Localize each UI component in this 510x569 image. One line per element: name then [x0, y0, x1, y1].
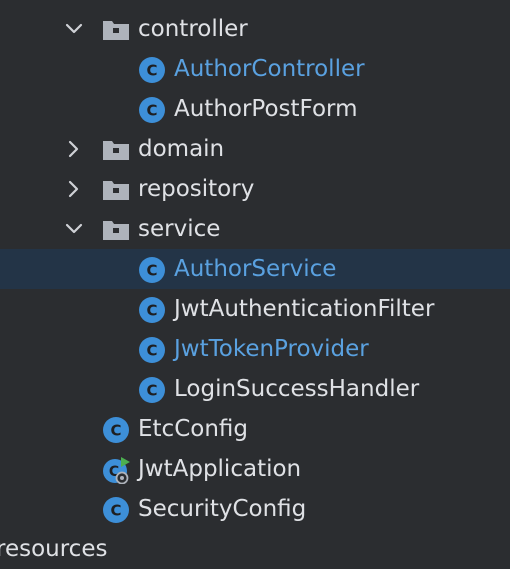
- chevron-down-icon[interactable]: [64, 219, 84, 239]
- tree-item-label: domain: [138, 136, 225, 162]
- chevron-right-icon[interactable]: [64, 179, 84, 199]
- tree-item-author-post-form[interactable]: C AuthorPostForm: [0, 89, 510, 129]
- folder-icon: [102, 16, 130, 44]
- tree-item-label: SecurityConfig: [138, 496, 307, 522]
- tree-item-jwt-authentication-filter[interactable]: C JwtAuthenticationFilter: [0, 289, 510, 329]
- tree-item-label: EtcConfig: [138, 416, 248, 442]
- tree-item-label: controller: [138, 16, 248, 42]
- tree-item-label: AuthorPostForm: [174, 96, 358, 122]
- class-icon: C: [102, 416, 130, 444]
- class-icon: C: [138, 96, 166, 124]
- project-tree: controller C AuthorController C AuthorPo…: [0, 9, 510, 562]
- tree-folder-resources[interactable]: resources: [0, 529, 510, 569]
- tree-item-label: JwtAuthenticationFilter: [174, 296, 435, 322]
- svg-text:C: C: [146, 302, 157, 320]
- folder-icon: [102, 216, 130, 244]
- tree-item-label: AuthorController: [174, 56, 365, 82]
- tree-item-login-success-handler[interactable]: C LoginSuccessHandler: [0, 369, 510, 409]
- tree-folder-repository[interactable]: repository: [0, 169, 510, 209]
- svg-text:C: C: [146, 62, 157, 80]
- class-icon: C: [138, 376, 166, 404]
- tree-item-label: resources: [0, 536, 108, 562]
- chevron-down-icon[interactable]: [64, 19, 84, 39]
- tree-folder-service[interactable]: service: [0, 209, 510, 249]
- chevron-right-icon[interactable]: [64, 139, 84, 159]
- svg-text:C: C: [110, 422, 121, 440]
- tree-item-label: JwtApplication: [138, 456, 302, 482]
- svg-text:C: C: [146, 342, 157, 360]
- svg-text:C: C: [110, 502, 121, 520]
- tree-item-jwt-token-provider[interactable]: C JwtTokenProvider: [0, 329, 510, 369]
- class-icon: C: [138, 56, 166, 84]
- class-icon: C: [138, 256, 166, 284]
- folder-icon: [102, 176, 130, 204]
- tree-folder-domain[interactable]: domain: [0, 129, 510, 169]
- spring-boot-class-icon: C: [102, 456, 130, 484]
- tree-item-label: service: [138, 216, 221, 242]
- tree-item-security-config[interactable]: C SecurityConfig: [0, 489, 510, 529]
- folder-icon: [102, 136, 130, 164]
- tree-item-label: repository: [138, 176, 255, 202]
- tree-item-etc-config[interactable]: C EtcConfig: [0, 409, 510, 449]
- tree-item-author-controller[interactable]: C AuthorController: [0, 49, 510, 89]
- class-icon: C: [138, 296, 166, 324]
- svg-text:C: C: [146, 262, 157, 280]
- tree-folder-controller[interactable]: controller: [0, 9, 510, 49]
- svg-text:C: C: [146, 382, 157, 400]
- tree-item-label: JwtTokenProvider: [174, 336, 369, 362]
- tree-item-label: AuthorService: [174, 256, 337, 282]
- svg-text:C: C: [146, 102, 157, 120]
- class-icon: C: [138, 336, 166, 364]
- tree-item-label: LoginSuccessHandler: [174, 376, 420, 402]
- tree-item-jwt-application[interactable]: C JwtApplication: [0, 449, 510, 489]
- class-icon: C: [102, 496, 130, 524]
- svg-text:C: C: [109, 464, 119, 480]
- tree-item-author-service[interactable]: C AuthorService: [0, 249, 510, 289]
